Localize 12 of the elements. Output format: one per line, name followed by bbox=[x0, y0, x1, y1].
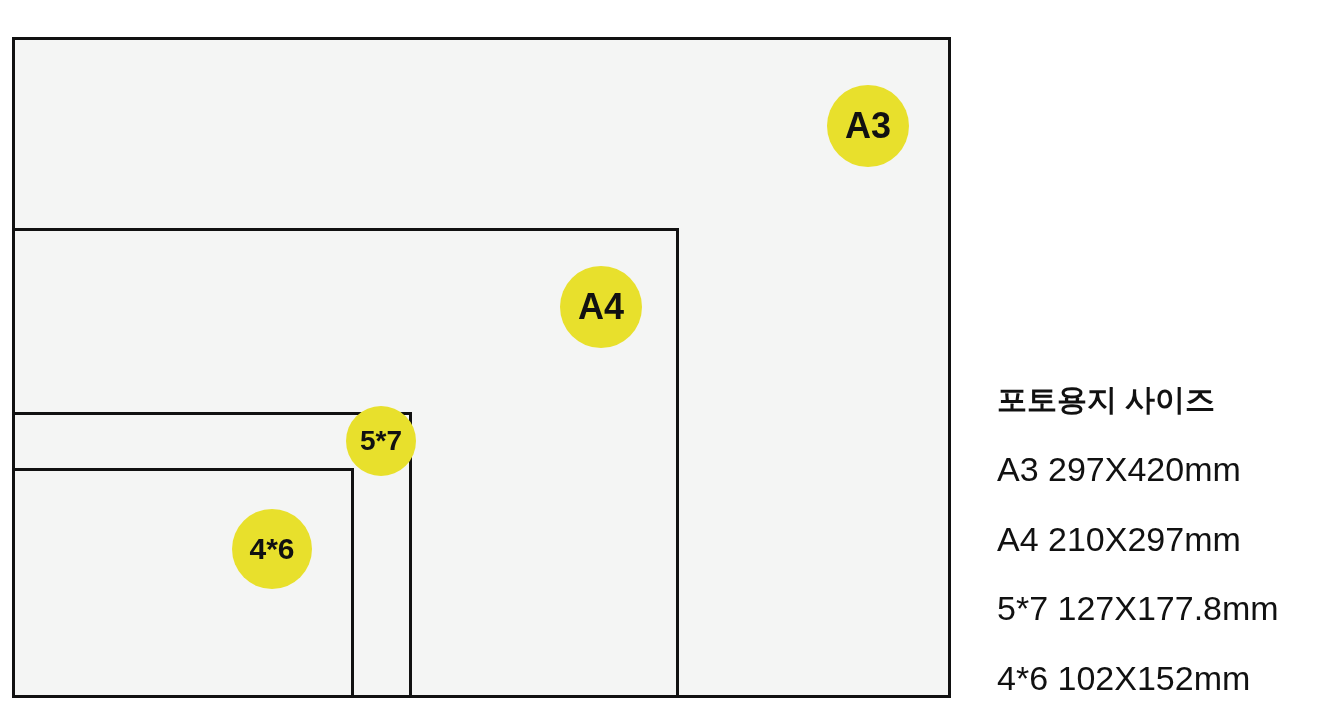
paper-outline bbox=[12, 37, 951, 698]
size-spec: A3 297X420mm bbox=[997, 450, 1241, 489]
size-spec: 5*7 127X177.8mm bbox=[997, 589, 1279, 628]
subtitle: 포토용지 사이즈 bbox=[997, 382, 1216, 418]
paper-outline bbox=[12, 228, 679, 698]
size-badge: 4*6 bbox=[232, 509, 312, 589]
paper-outline bbox=[12, 468, 354, 698]
size-badge: A3 bbox=[827, 85, 909, 167]
paper-outline bbox=[12, 412, 412, 698]
size-badge: A4 bbox=[560, 266, 642, 348]
size-spec: 4*6 102X152mm bbox=[997, 659, 1251, 698]
size-spec: A4 210X297mm bbox=[997, 520, 1241, 559]
